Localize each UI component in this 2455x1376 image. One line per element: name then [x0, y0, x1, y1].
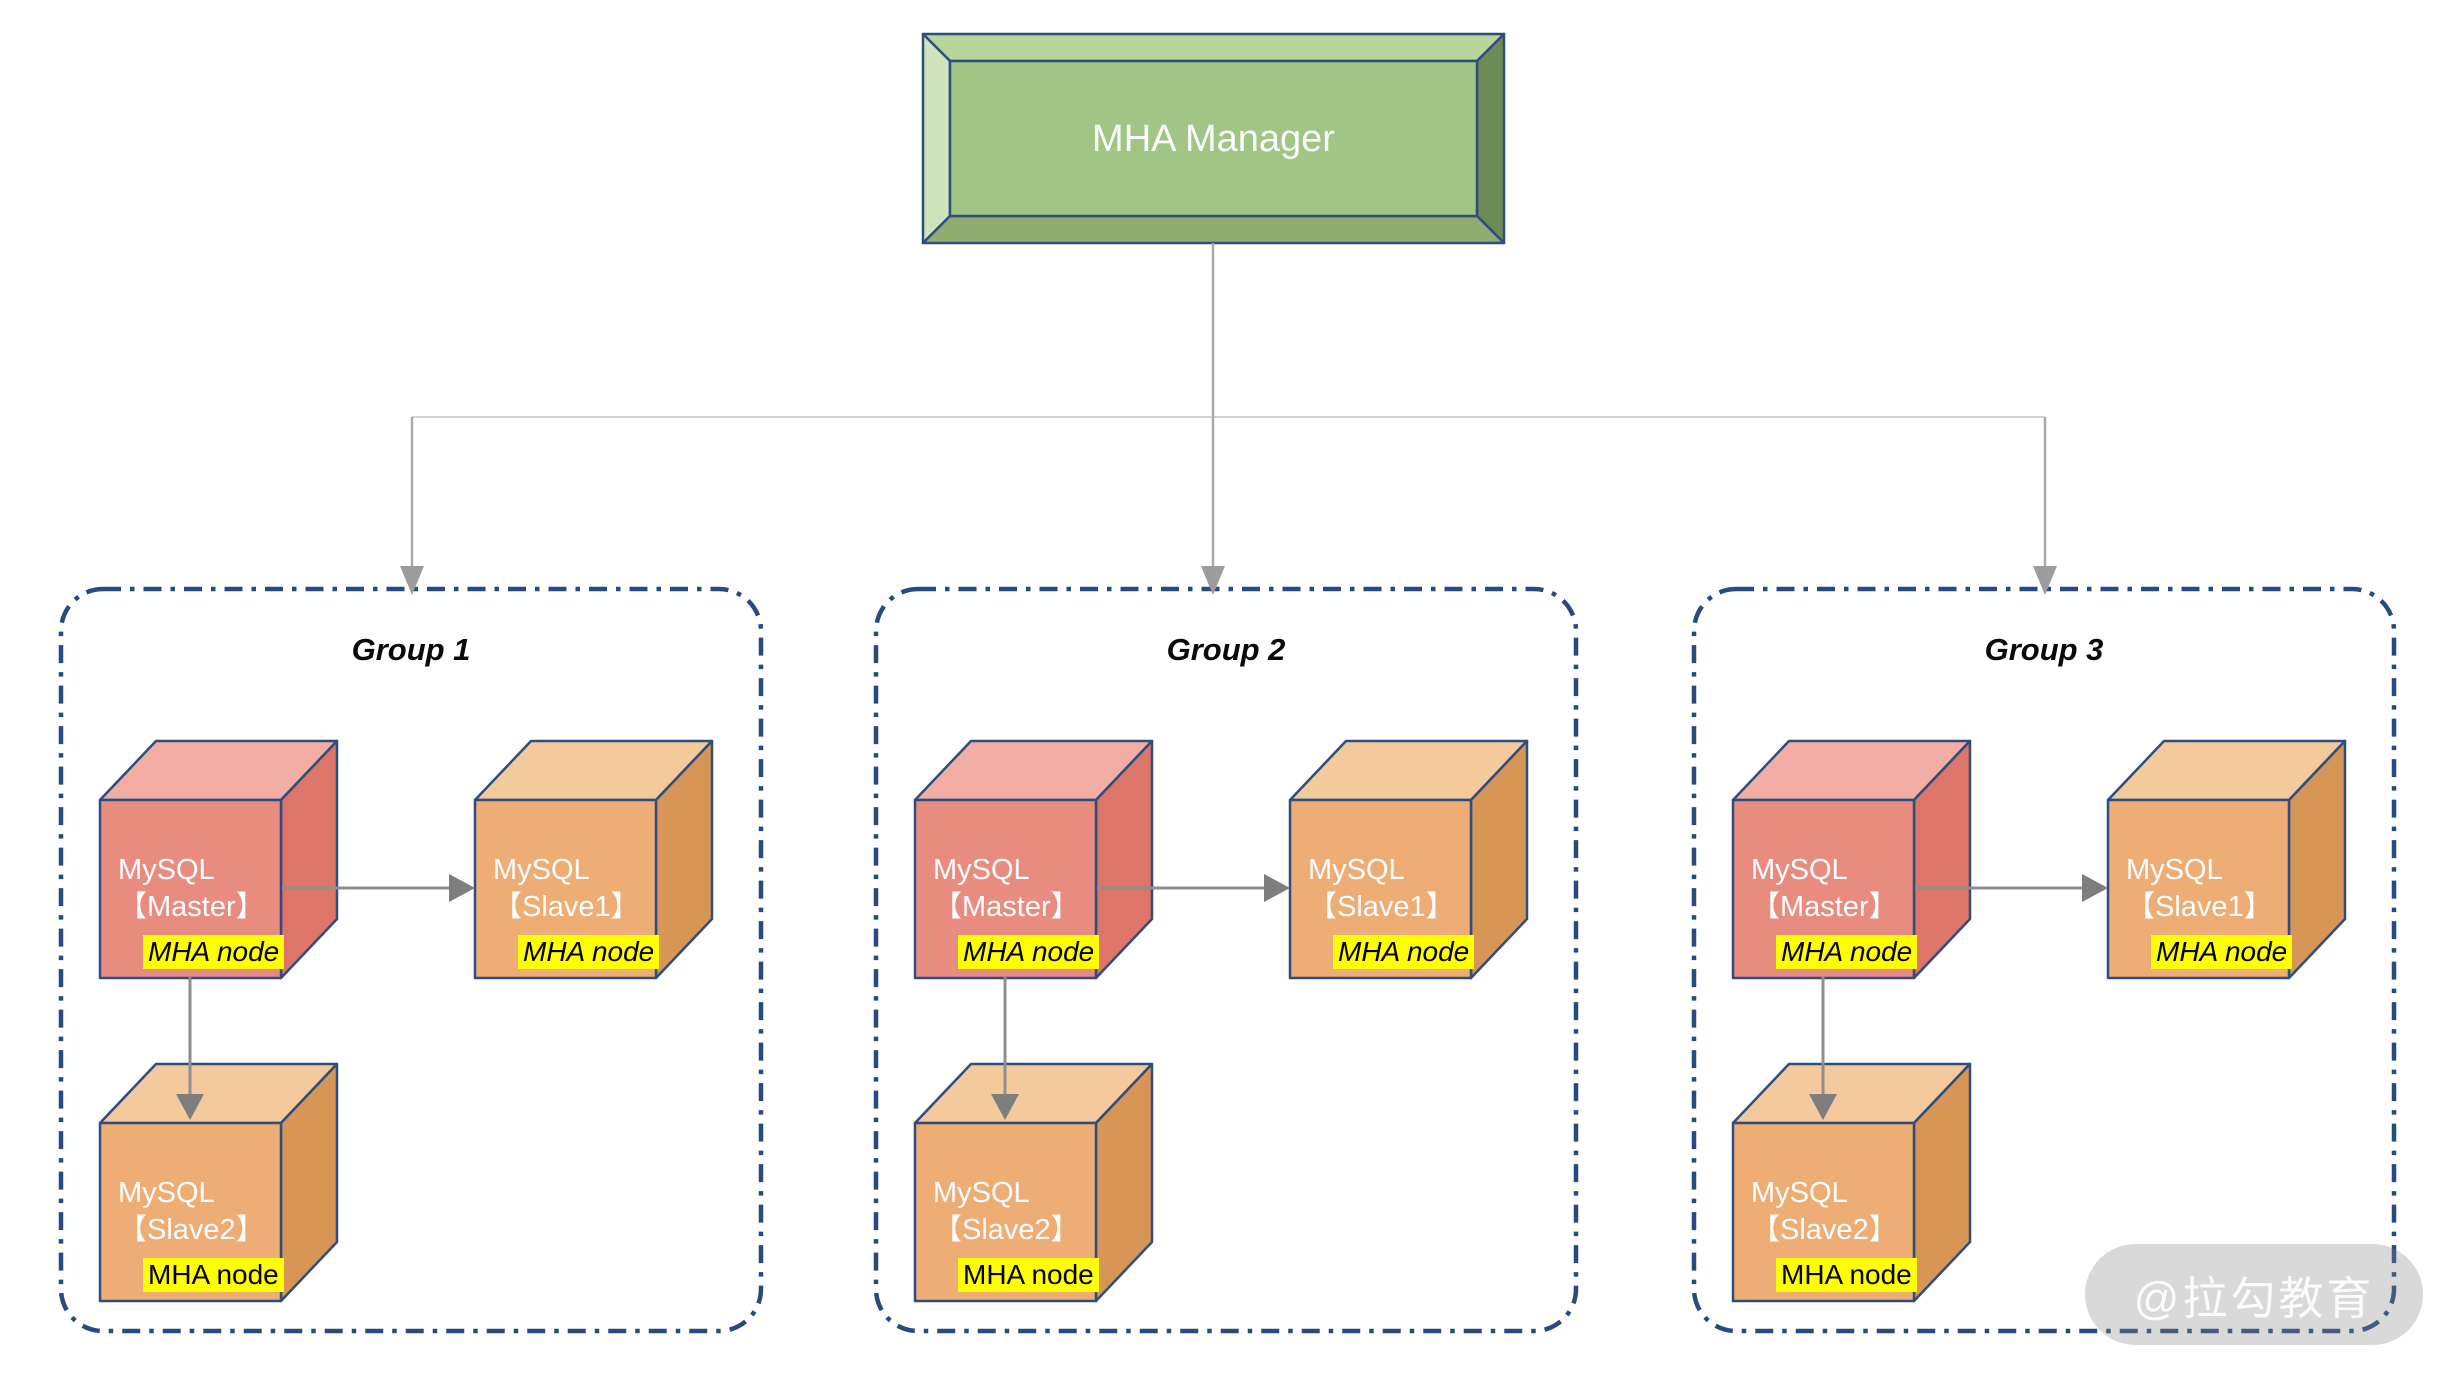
cube-front-face: [2106, 798, 2291, 980]
node-role: 【Slave1】: [1308, 891, 1455, 923]
master-to-slave2-arrowhead-icon: [1809, 1094, 1837, 1120]
group1-replication-arrows: [176, 874, 475, 1120]
group2-title: Group 2: [1166, 632, 1286, 667]
cube-front-face: [913, 1121, 1098, 1303]
node-name: MySQL: [118, 854, 215, 886]
arrowhead-group1-icon: [400, 566, 424, 595]
node-role: 【Slave2】: [1751, 1214, 1898, 1246]
group3-slave2-badge: MHA node: [1776, 1258, 1917, 1292]
group3-master-badge: MHA node: [1776, 935, 1918, 969]
group1-title: Group 1: [351, 632, 471, 667]
group3-slave1-label: MySQL 【Slave1】: [2126, 852, 2316, 926]
group2-slave1-label: MySQL 【Slave1】: [1308, 852, 1498, 926]
watermark-text: @拉勾教育: [2133, 1273, 2375, 1324]
group1-slave2-cube: [98, 1062, 339, 1303]
node-role: 【Slave1】: [2126, 891, 2273, 923]
cube-front-face: [98, 798, 283, 980]
node-name: MySQL: [933, 1177, 1030, 1209]
group2-slave2-cube: [913, 1062, 1154, 1303]
arrowhead-group3-icon: [2033, 566, 2057, 595]
group2-slave1-cube: [1288, 739, 1529, 980]
group1-slave1-cube: [473, 739, 714, 980]
node-role: 【Slave2】: [933, 1214, 1080, 1246]
master-to-slave1-arrowhead-icon: [1264, 874, 1290, 902]
cube-front-face: [1288, 798, 1473, 980]
master-to-slave2-arrowhead-icon: [176, 1094, 204, 1120]
group3-slave2-cube: [1731, 1062, 1972, 1303]
group3-title: Group 3: [1984, 632, 2104, 667]
manager-to-groups-connector: [400, 243, 2057, 595]
node-role: 【Master】: [1751, 891, 1898, 923]
group3-border: [1691, 586, 2397, 1334]
group2-master-label: MySQL 【Master】: [933, 852, 1123, 926]
group1-master-badge: MHA node: [143, 935, 285, 969]
group1-slave2-label: MySQL 【Slave2】: [118, 1175, 308, 1249]
group1-master-cube: [98, 739, 339, 980]
group3-slave1-badge: MHA node: [2151, 935, 2293, 969]
group3-replication-arrows: [1809, 874, 2108, 1120]
node-name: MySQL: [933, 854, 1030, 886]
group2-slave1-badge: MHA node: [1333, 935, 1475, 969]
node-name: MySQL: [1751, 854, 1848, 886]
group2-master-badge: MHA node: [958, 935, 1100, 969]
manager-title: MHA Manager: [1092, 118, 1335, 160]
node-role: 【Slave1】: [493, 891, 640, 923]
cube-front-face: [98, 1121, 283, 1303]
group3-slave1-cube: [2106, 739, 2347, 980]
group1-master-label: MySQL 【Master】: [118, 852, 308, 926]
node-name: MySQL: [1751, 1177, 1848, 1209]
watermark-pill: @拉勾教育: [2085, 1244, 2423, 1345]
group1-border: [58, 586, 764, 1334]
node-name: MySQL: [1308, 854, 1405, 886]
node-name: MySQL: [118, 1177, 215, 1209]
cube-front-face: [913, 798, 1098, 980]
node-role: 【Master】: [118, 891, 265, 923]
cube-front-face: [1731, 798, 1916, 980]
group2-replication-arrows: [991, 874, 1290, 1120]
manager-face: [948, 59, 1479, 218]
mha-manager-box: [921, 32, 1506, 245]
master-to-slave2-arrowhead-icon: [991, 1094, 1019, 1120]
node-role: 【Slave2】: [118, 1214, 265, 1246]
group3-master-label: MySQL 【Master】: [1751, 852, 1941, 926]
group3-master-cube: [1731, 739, 1972, 980]
group1-slave2-badge: MHA node: [143, 1258, 284, 1292]
group1-slave1-label: MySQL 【Slave1】: [493, 852, 683, 926]
group1-slave1-badge: MHA node: [518, 935, 660, 969]
master-to-slave1-arrowhead-icon: [2082, 874, 2108, 902]
node-name: MySQL: [493, 854, 590, 886]
arrowhead-group2-icon: [1201, 566, 1225, 595]
group2-master-cube: [913, 739, 1154, 980]
group2-slave2-badge: MHA node: [958, 1258, 1099, 1292]
node-role: 【Master】: [933, 891, 1080, 923]
node-name: MySQL: [2126, 854, 2223, 886]
group3-slave2-label: MySQL 【Slave2】: [1751, 1175, 1941, 1249]
group2-border: [873, 586, 1579, 1334]
group2-slave2-label: MySQL 【Slave2】: [933, 1175, 1123, 1249]
master-to-slave1-arrowhead-icon: [449, 874, 475, 902]
cube-front-face: [1731, 1121, 1916, 1303]
cube-front-face: [473, 798, 658, 980]
